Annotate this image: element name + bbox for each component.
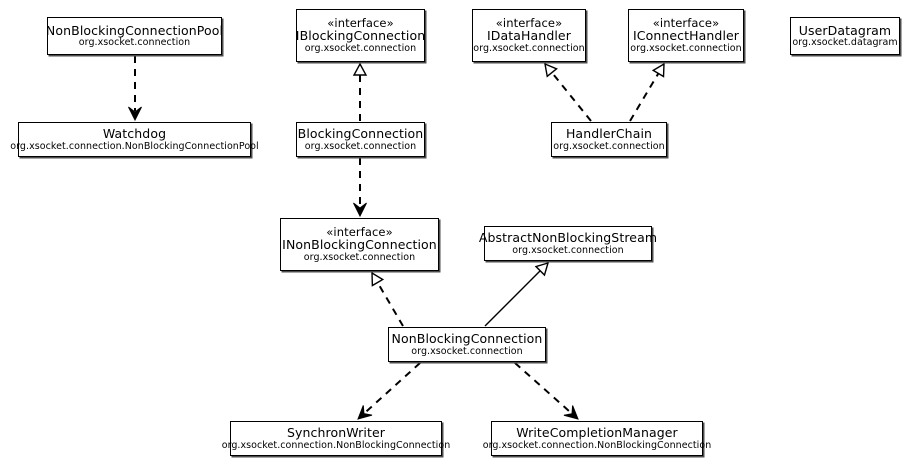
class-package: org.xsocket.connection bbox=[473, 42, 585, 54]
edge-line bbox=[514, 362, 572, 414]
edge-dependency-non-blocking-connection-to-synchron-writer bbox=[357, 362, 421, 420]
class-package: org.xsocket.connection bbox=[303, 251, 416, 263]
class-package: org.xsocket.connection bbox=[411, 345, 523, 357]
class-name: UserDatagram bbox=[798, 22, 892, 38]
class-package: org.xsocket.connection bbox=[512, 244, 624, 256]
edge-dependency-non-blocking-connection-pool-to-watchdog bbox=[128, 56, 142, 122]
edge-realization-handler-chain-to-idata-handler bbox=[544, 62, 592, 122]
edge-dependency-blocking-connection-to-inon-blocking-connection bbox=[353, 158, 367, 218]
class-name: BlockingConnection bbox=[297, 126, 424, 142]
arrowhead-hollow-triangle bbox=[544, 62, 558, 78]
class-stereotype: «interface» bbox=[652, 16, 720, 31]
class-package: org.xsocket.connection bbox=[78, 37, 191, 49]
class-name: HandlerChain bbox=[565, 126, 653, 142]
class-package: org.xsocket.connection bbox=[304, 42, 417, 54]
class-stereotype: «interface» bbox=[495, 16, 563, 31]
class-package: org.xsocket.connection.NonBlockingConnec… bbox=[482, 439, 712, 451]
class-name: IConnectHandler bbox=[632, 28, 740, 44]
class-name: NonBlockingConnection bbox=[391, 331, 543, 347]
class-package: org.xsocket.datagram bbox=[792, 37, 898, 49]
arrowhead-hollow-triangle bbox=[534, 261, 550, 277]
class-name: NonBlockingConnectionPool bbox=[45, 22, 224, 38]
class-name: AbstractNonBlockingStream bbox=[478, 230, 658, 246]
arrowhead-hollow-triangle bbox=[371, 271, 385, 287]
arrowhead-hollow-triangle bbox=[651, 62, 665, 78]
class-stereotype: «interface» bbox=[327, 16, 394, 31]
edge-realization-handler-chain-to-iconnect-handler bbox=[629, 62, 665, 122]
arrowhead-filled bbox=[357, 405, 373, 420]
class-name: WriteCompletionManager bbox=[516, 425, 678, 441]
class-name: SynchronWriter bbox=[286, 425, 386, 441]
class-package: org.xsocket.connection bbox=[630, 42, 742, 54]
arrowhead-filled bbox=[353, 202, 367, 218]
edge-line bbox=[629, 72, 660, 122]
edge-dependency-non-blocking-connection-to-write-completion-manager bbox=[514, 362, 579, 420]
edge-realization-non-blocking-connection-to-inon-blocking-connection bbox=[371, 271, 404, 327]
edge-realization-blocking-connection-to-iblocking-connection bbox=[352, 62, 368, 121]
class-name: Watchdog bbox=[102, 126, 167, 142]
arrowhead-filled bbox=[128, 106, 142, 122]
arrowhead-hollow-triangle bbox=[352, 62, 368, 76]
class-package: org.xsocket.connection bbox=[553, 140, 665, 152]
edge-line bbox=[364, 362, 421, 414]
edge-line bbox=[484, 270, 541, 327]
class-name: IDataHandler bbox=[487, 28, 571, 44]
class-package: org.xsocket.connection bbox=[304, 140, 417, 152]
class-package: org.xsocket.connection.NonBlockingConnec… bbox=[10, 140, 259, 152]
arrowhead-filled bbox=[563, 405, 579, 420]
edge-line bbox=[376, 281, 404, 327]
class-name: INonBlockingConnection bbox=[282, 237, 437, 253]
edge-line bbox=[551, 71, 592, 122]
class-stereotype: «interface» bbox=[326, 225, 393, 240]
class-package: org.xsocket.connection.NonBlockingConnec… bbox=[221, 439, 451, 451]
class-name: IBlockingConnection bbox=[295, 28, 426, 44]
edge-generalization-non-blocking-connection-to-abstract-non-blocking-stream bbox=[484, 261, 550, 327]
